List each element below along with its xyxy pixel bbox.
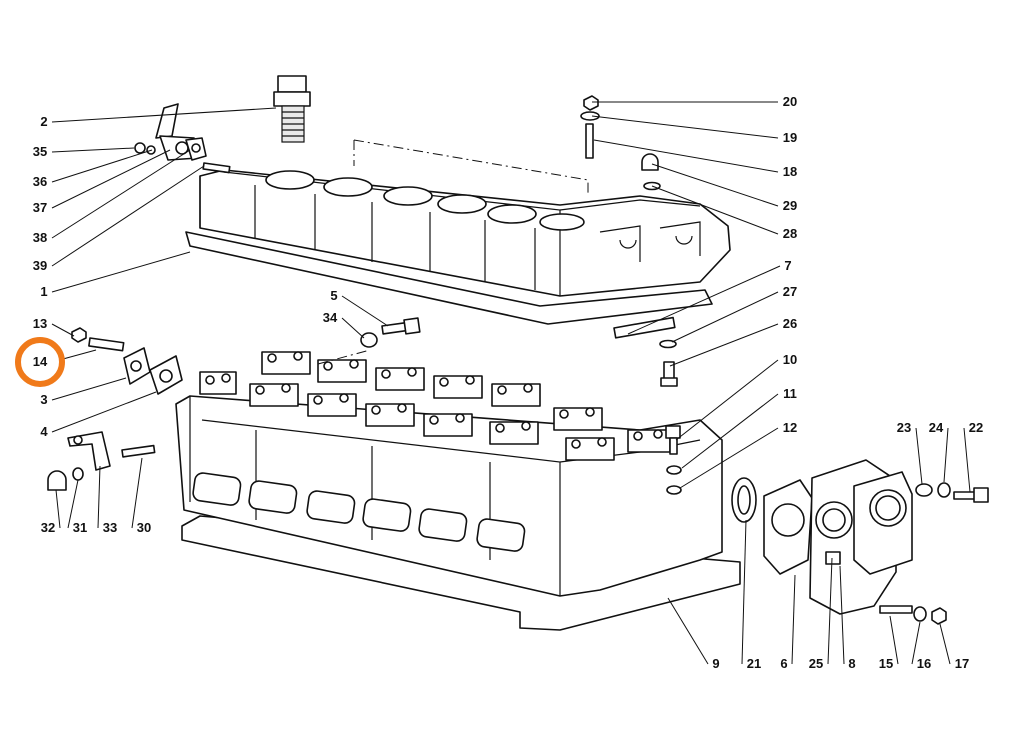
leader-8 bbox=[839, 565, 845, 665]
leader-36 bbox=[51, 149, 153, 183]
highlight-ring bbox=[15, 337, 65, 387]
callout-24[interactable]: 24 bbox=[929, 420, 944, 435]
callout-33[interactable]: 33 bbox=[103, 520, 117, 535]
leader-16 bbox=[911, 621, 921, 665]
leader-2 bbox=[51, 107, 277, 123]
callout-23[interactable]: 23 bbox=[897, 420, 911, 435]
leader-29 bbox=[651, 163, 779, 207]
callout-20[interactable]: 20 bbox=[783, 94, 797, 109]
left-small-parts[interactable] bbox=[47, 327, 183, 491]
callout-12[interactable]: 12 bbox=[783, 420, 797, 435]
leader-34 bbox=[341, 317, 365, 339]
cover-gasket[interactable] bbox=[185, 231, 713, 325]
callout-38[interactable]: 38 bbox=[33, 230, 47, 245]
leader-35 bbox=[51, 147, 135, 153]
leader-18 bbox=[593, 139, 779, 173]
callout-35[interactable]: 35 bbox=[33, 144, 47, 159]
leader-27 bbox=[671, 291, 779, 343]
callout-29[interactable]: 29 bbox=[783, 198, 797, 213]
callout-17[interactable]: 17 bbox=[955, 656, 969, 671]
leader-6 bbox=[791, 574, 796, 665]
cylinder-head[interactable] bbox=[175, 349, 741, 631]
callout-8[interactable]: 8 bbox=[848, 656, 855, 671]
leader-24 bbox=[943, 427, 949, 483]
callout-28[interactable]: 28 bbox=[783, 226, 797, 241]
callout-22[interactable]: 22 bbox=[969, 420, 983, 435]
leader-12 bbox=[679, 427, 779, 489]
callout-5[interactable]: 5 bbox=[330, 288, 337, 303]
camshaft-cover-assembly[interactable] bbox=[185, 139, 731, 325]
leader-32 bbox=[55, 489, 61, 529]
callout-26[interactable]: 26 bbox=[783, 316, 797, 331]
leader-19 bbox=[591, 115, 779, 139]
callout-1[interactable]: 1 bbox=[40, 284, 47, 299]
callout-9[interactable]: 9 bbox=[712, 656, 719, 671]
leader-10 bbox=[675, 359, 779, 441]
leader-9 bbox=[667, 597, 709, 665]
leader-26 bbox=[669, 323, 779, 367]
callout-16[interactable]: 16 bbox=[917, 656, 931, 671]
leader-33 bbox=[97, 465, 101, 529]
leader-21 bbox=[741, 519, 747, 665]
leader-15 bbox=[889, 615, 899, 665]
callout-6[interactable]: 6 bbox=[780, 656, 787, 671]
callout-27[interactable]: 27 bbox=[783, 284, 797, 299]
breather-elbow[interactable] bbox=[134, 103, 231, 174]
callout-30[interactable]: 30 bbox=[137, 520, 151, 535]
cap-bolts bbox=[205, 351, 663, 449]
callout-36[interactable]: 36 bbox=[33, 174, 47, 189]
leader-7 bbox=[627, 265, 781, 335]
callout-25[interactable]: 25 bbox=[809, 656, 823, 671]
leader-38 bbox=[51, 149, 191, 239]
leader-37 bbox=[51, 149, 171, 209]
leader-23 bbox=[915, 427, 923, 485]
callout-37[interactable]: 37 bbox=[33, 200, 47, 215]
leader-4 bbox=[51, 391, 157, 433]
callout-31[interactable]: 31 bbox=[73, 520, 87, 535]
cover-fasteners[interactable] bbox=[580, 95, 678, 387]
leader-25 bbox=[827, 557, 833, 665]
callout-10[interactable]: 10 bbox=[783, 352, 797, 367]
rear-cover-assembly[interactable] bbox=[665, 425, 989, 625]
callout-18[interactable]: 18 bbox=[783, 164, 797, 179]
callout-39[interactable]: 39 bbox=[33, 258, 47, 273]
leader-22 bbox=[963, 427, 971, 493]
callout-34[interactable]: 34 bbox=[323, 310, 338, 325]
callout-3[interactable]: 3 bbox=[40, 392, 47, 407]
callout-19[interactable]: 19 bbox=[783, 130, 797, 145]
leader-28 bbox=[651, 185, 779, 235]
leader-17 bbox=[939, 623, 951, 665]
callout-2[interactable]: 2 bbox=[40, 114, 47, 129]
callout-32[interactable]: 32 bbox=[41, 520, 55, 535]
leader-30 bbox=[131, 457, 143, 529]
callout-7[interactable]: 7 bbox=[784, 258, 791, 273]
leader-5 bbox=[341, 295, 389, 327]
camshaft-cover[interactable] bbox=[199, 169, 731, 297]
callout-13[interactable]: 13 bbox=[33, 316, 47, 331]
leader-1 bbox=[51, 251, 191, 293]
callout-4[interactable]: 4 bbox=[40, 424, 48, 439]
callout-21[interactable]: 21 bbox=[747, 656, 761, 671]
leader-11 bbox=[681, 393, 779, 469]
breather-connector[interactable] bbox=[273, 75, 311, 143]
callout-15[interactable]: 15 bbox=[879, 656, 893, 671]
leader-13 bbox=[51, 323, 75, 337]
leader-39 bbox=[51, 165, 205, 267]
leader-3 bbox=[51, 377, 127, 401]
callout-14[interactable]: 14 bbox=[33, 354, 48, 369]
callout-11[interactable]: 11 bbox=[783, 386, 797, 401]
leader-31 bbox=[67, 479, 79, 529]
bolt-5-34[interactable] bbox=[360, 317, 421, 348]
